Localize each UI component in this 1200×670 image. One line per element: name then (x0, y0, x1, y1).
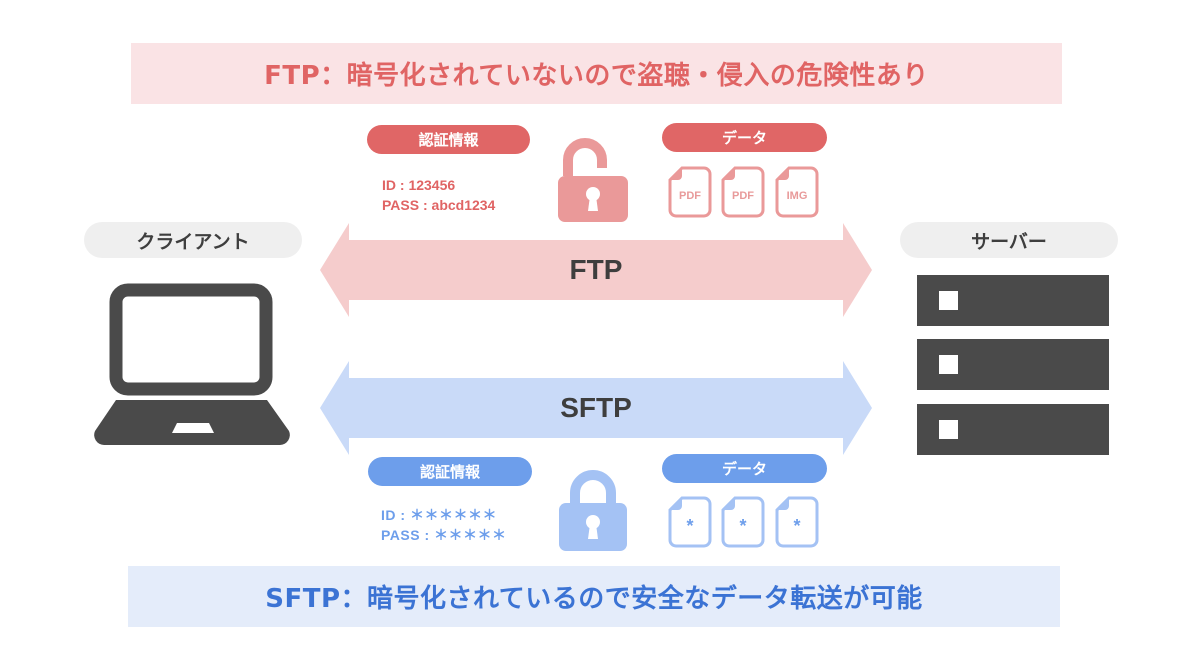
file-type-label: PDF (732, 190, 754, 202)
unlocked-padlock-icon (558, 138, 628, 222)
ftp-id-line: ID : 123456 (382, 177, 456, 193)
ftp-file-img-icon: IMG (775, 166, 819, 218)
ftp-data-badge: データ (662, 123, 827, 152)
laptop-icon (94, 283, 290, 445)
server-indicator-icon (939, 420, 958, 439)
ftp-pass-line: PASS : abcd1234 (382, 197, 496, 213)
server-unit (917, 404, 1109, 455)
encrypted-file-icon: * (775, 496, 819, 548)
ftp-credentials-badge: 認証情報 (367, 125, 530, 154)
server-label: サーバー (900, 222, 1118, 258)
asterisk-icon: * (739, 516, 747, 536)
sftp-credentials-text: ID : ＊＊＊＊＊＊ PASS : ＊＊＊＊＊ (381, 505, 507, 545)
locked-padlock-icon (559, 470, 627, 551)
asterisk-icon: * (793, 516, 801, 536)
ftp-transfer-arrow: FTP (320, 223, 872, 317)
sftp-credentials-label: 認証情報 (419, 463, 480, 481)
file-type-label: PDF (679, 190, 701, 202)
encrypted-file-icon: * (721, 496, 765, 548)
double-arrow-icon (320, 223, 872, 317)
sftp-id-line: ID : ＊＊＊＊＊＊ (381, 507, 497, 523)
sftp-info-text: SFTP：暗号化されているので安全なデータ転送が可能 (265, 584, 923, 614)
ftp-data-label: データ (721, 129, 767, 147)
sftp-data-label: データ (721, 460, 767, 478)
sftp-pass-line: PASS : ＊＊＊＊＊ (381, 527, 507, 543)
ftp-file-pdf-icon: PDF (668, 166, 712, 218)
server-unit (917, 339, 1109, 390)
server-indicator-icon (939, 355, 958, 374)
client-label-text: クライアント (136, 230, 250, 253)
sftp-transfer-arrow: SFTP (320, 361, 872, 455)
ftp-warning-text: FTP：暗号化されていないので盗聴・侵入の危険性あり (264, 61, 929, 91)
sftp-info-banner: SFTP：暗号化されているので安全なデータ転送が可能 (128, 566, 1060, 627)
encrypted-file-icon: * (668, 496, 712, 548)
server-unit (917, 275, 1109, 326)
asterisk-icon: * (686, 516, 694, 536)
file-type-label: IMG (786, 190, 808, 202)
ftp-warning-banner: FTP：暗号化されていないので盗聴・侵入の危険性あり (131, 43, 1062, 104)
ftp-protocol-label: FTP (569, 254, 623, 285)
sftp-protocol-label: SFTP (560, 392, 632, 423)
double-arrow-icon (320, 361, 872, 455)
client-label: クライアント (84, 222, 302, 258)
ftp-credentials-label: 認証情報 (418, 131, 479, 149)
server-label-text: サーバー (971, 230, 1047, 253)
ftp-credentials-text: ID : 123456 PASS : abcd1234 (382, 175, 495, 215)
sftp-data-badge: データ (662, 454, 827, 483)
server-indicator-icon (939, 291, 958, 310)
ftp-file-pdf-icon: PDF (721, 166, 765, 218)
sftp-credentials-badge: 認証情報 (368, 457, 532, 486)
